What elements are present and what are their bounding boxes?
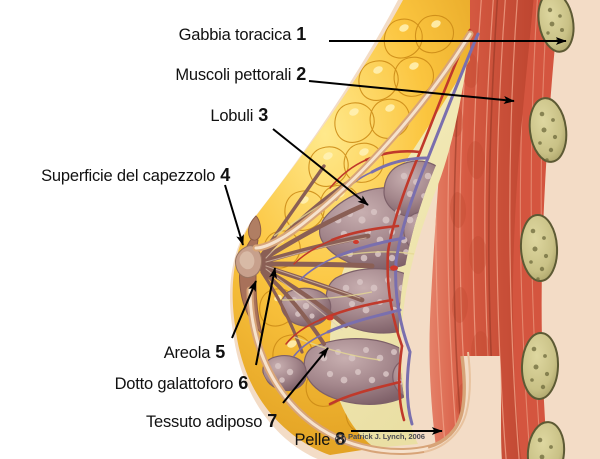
leader-lines: [224, 37, 567, 435]
label-7-text: Tessuto adiposo: [145, 413, 263, 431]
rib-cross-sections: [519, 0, 575, 459]
label-5-text: Areola: [163, 344, 211, 362]
chest-wall: [429, 0, 600, 459]
label-5-number: 5: [215, 342, 225, 362]
leader-line-3: [272, 128, 369, 206]
label-1-number: 1: [296, 24, 306, 44]
credit-text: Patrick J. Lynch, 2006: [348, 432, 425, 441]
label-6-text: Dotto galattoforo: [114, 375, 234, 393]
label-1-text: Gabbia toracica: [178, 26, 292, 44]
label-8-text: Pelle: [294, 431, 331, 449]
skin-layer: [246, 30, 474, 455]
creative-commons-icon: cc: [335, 434, 346, 445]
inframammary-fold: [421, 351, 502, 459]
label-7-number: 7: [267, 411, 277, 431]
label-3-text: Lobuli: [210, 107, 254, 125]
label-4-number: 4: [220, 165, 230, 185]
label-6-number: 6: [238, 373, 248, 393]
label-2-number: 2: [296, 64, 306, 84]
leader-line-7: [282, 347, 329, 404]
label-2-text: Muscoli pettorali: [175, 66, 292, 84]
leader-line-2: [308, 80, 515, 104]
leader-line-5: [231, 280, 257, 339]
leader-line-4: [224, 184, 244, 246]
blood-vessels: [285, 28, 480, 426]
label-4-text: Superficie del capezzolo: [41, 167, 216, 185]
label-3-number: 3: [258, 105, 268, 125]
leader-line-6: [255, 267, 277, 366]
